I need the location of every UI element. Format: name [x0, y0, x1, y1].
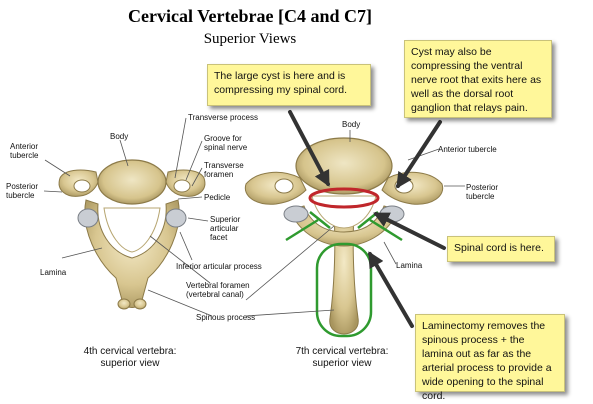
c4-label-groove-spinal-nerve: Groove for spinal nerve: [204, 134, 248, 152]
arrow-laminectomy: [368, 251, 414, 328]
callout-arrows: [288, 110, 446, 328]
c7-caption: 7th cervical vertebra: superior view: [295, 346, 389, 369]
c4-label-pedicle: Pedicle: [204, 193, 231, 202]
c4-spinous-tip-right: [133, 298, 147, 310]
c4-label-anterior-tubercle: Anterior tubercle: [10, 142, 39, 160]
note-ventral-root: Cyst may also be compressing the ventral…: [404, 40, 552, 118]
c4-label-body: Body: [110, 132, 129, 141]
c4-leader-lines: [43, 117, 335, 317]
arrow-spinal-cord: [373, 212, 446, 250]
arrow-cyst-ventral: [396, 120, 442, 189]
c7-transverse-foramen-left: [274, 178, 294, 194]
c4-vertebra: [58, 159, 206, 310]
c4-label-spinous-process: Spinous process: [196, 313, 256, 322]
c4-label-transverse-process: Transverse process: [188, 113, 258, 122]
c4-label-posterior-tubercle: Posterior tubercle: [6, 182, 39, 200]
c4-transverse-foramen-right: [173, 179, 191, 193]
c4-label-transverse-foramen: Transverse foramen: [204, 161, 244, 179]
c4-body: [97, 159, 167, 205]
c4-vertebral-foramen: [103, 207, 161, 253]
c4-label-inferior-articular-process: Inferior articular process: [176, 262, 262, 271]
cyst-outline: [308, 187, 380, 209]
note-laminectomy: Laminectomy removes the spinous process …: [415, 314, 565, 402]
c7-label-posterior-tubercle: Posterior tubercle: [466, 183, 499, 201]
c4-label-superior-facet: Superior articular facet: [210, 215, 241, 242]
c4-label-lamina: Lamina: [40, 268, 67, 277]
note-spinal-cord: Spinal cord is here.: [447, 236, 555, 262]
c7-facet-left: [283, 205, 309, 223]
c4-superior-facet-right: [165, 208, 187, 228]
c4-transverse-foramen-left: [73, 179, 91, 193]
c7-vertebral-foramen: [311, 195, 377, 229]
c4-spinous-tip-left: [117, 298, 131, 310]
diagram-title: Cervical Vertebrae [C4 and C7]: [128, 6, 372, 26]
diagram-subtitle: Superior Views: [203, 31, 297, 47]
c7-leader-lines: [349, 130, 465, 265]
c7-label-body: Body: [342, 120, 361, 129]
c7-vertebra: [244, 137, 444, 335]
c4-superior-facet-left: [77, 208, 99, 228]
c4-label-vertebral-foramen: Vertebral foramen (vertebral canal): [186, 281, 250, 299]
arrow-cyst-large: [288, 110, 330, 187]
c7-label-lamina: Lamina: [396, 261, 423, 270]
c7-label-anterior-tubercle: Anterior tubercle: [438, 145, 497, 154]
note-large-cyst: The large cyst is here and is compressin…: [207, 64, 371, 106]
c4-caption: 4th cervical vertebra: superior view: [83, 346, 177, 369]
